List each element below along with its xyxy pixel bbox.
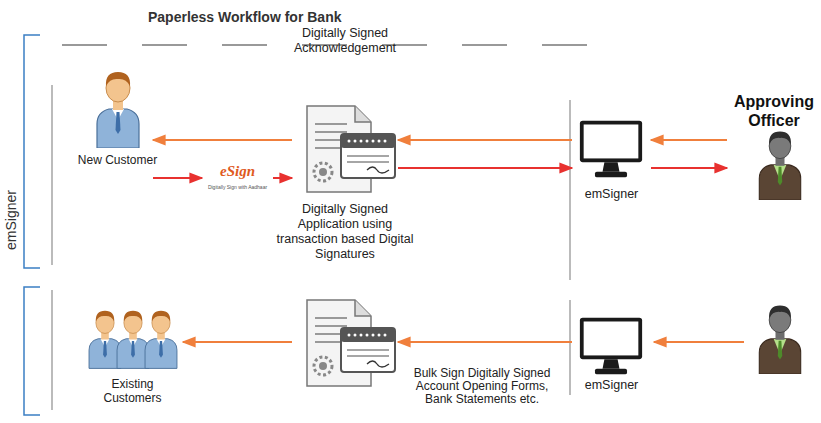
customer-icon bbox=[145, 311, 177, 369]
flow-arrow bbox=[651, 139, 727, 141]
officer-node: Approving Officer bbox=[730, 92, 818, 200]
emsigner-node: emSigner bbox=[575, 115, 648, 215]
node-text: Approving Officer bbox=[730, 92, 818, 130]
flow-arrow bbox=[398, 341, 572, 343]
officer-icon bbox=[759, 132, 800, 200]
flow-arrow bbox=[153, 139, 292, 141]
node-text: New Customer bbox=[75, 153, 160, 167]
arrow bbox=[654, 341, 744, 343]
bracket bbox=[24, 35, 40, 268]
flow-arrow bbox=[153, 177, 202, 179]
customer-icon bbox=[97, 72, 139, 148]
monitor-icon bbox=[580, 318, 642, 375]
diagram-title: Paperless Workflow for Bank bbox=[148, 9, 341, 25]
node-text: Digitally Signed Acknowledgement bbox=[275, 26, 415, 56]
document-node: Bulk Sign Digitally Signed Account Openi… bbox=[295, 295, 395, 390]
flow-arrow bbox=[398, 139, 572, 141]
customer-icon bbox=[117, 311, 149, 369]
flow-arrow bbox=[273, 177, 292, 179]
flow-arrow bbox=[398, 167, 572, 169]
node-text: emSigner bbox=[565, 187, 658, 202]
node-text: eSign bbox=[205, 162, 270, 180]
officer-icon bbox=[759, 306, 800, 374]
document-icon bbox=[307, 106, 395, 192]
node-text: Bulk Sign Digitally Signed Account Openi… bbox=[407, 367, 557, 406]
document-icon bbox=[307, 300, 395, 386]
node-text: Digitally Signed Application using trans… bbox=[270, 202, 420, 262]
document-node: Digitally Signed AcknowledgementDigitall… bbox=[295, 100, 395, 198]
node-text: Existing Customers bbox=[85, 377, 180, 406]
monitor-icon bbox=[580, 121, 642, 178]
node-text: emSigner bbox=[565, 378, 658, 393]
emsigner-node: emSigner bbox=[575, 315, 648, 395]
side-label: emSigner bbox=[3, 185, 19, 255]
customer-icon bbox=[89, 311, 121, 369]
customers-node: Existing Customers bbox=[85, 305, 180, 413]
esign-logo: eSignDigitally Sign with Aadhaar bbox=[205, 162, 270, 194]
customer-node: New Customer bbox=[85, 65, 150, 195]
bracket bbox=[24, 287, 40, 415]
node-text: Digitally Sign with Aadhaar bbox=[205, 184, 270, 190]
flow-arrow bbox=[651, 167, 727, 169]
flow-arrow bbox=[183, 341, 292, 343]
